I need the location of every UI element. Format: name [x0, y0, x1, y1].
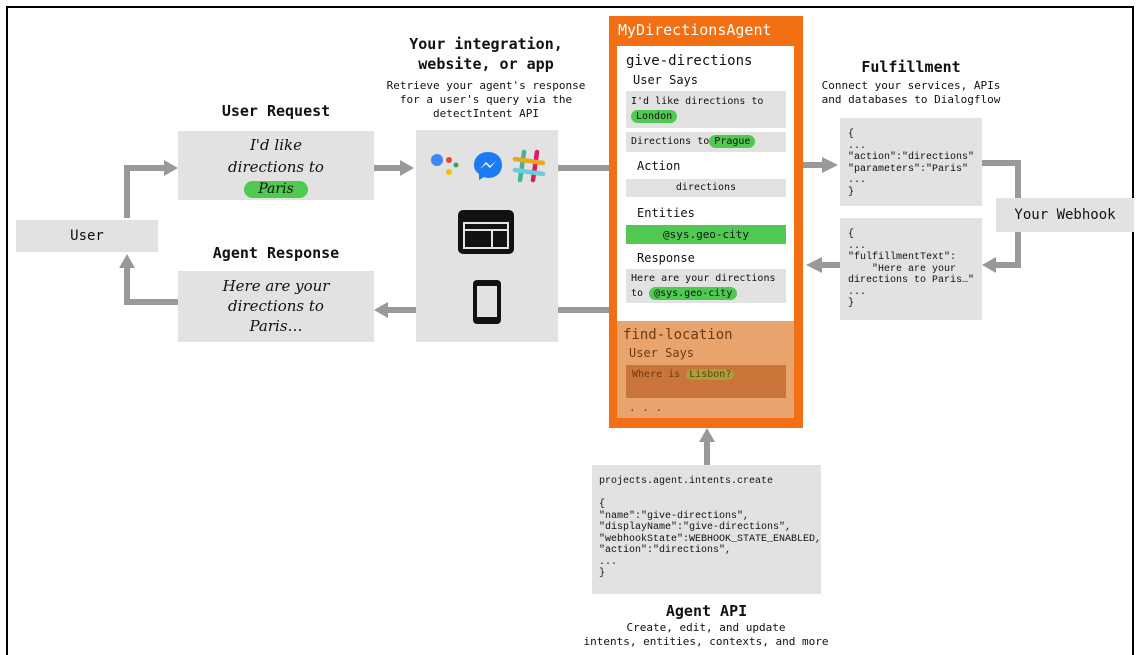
- agent-api-description: Create, edit, and update intents, entiti…: [583, 621, 829, 648]
- arrow-webhook-to-fulfillment: [996, 232, 1021, 268]
- agent-api-code: projects.agent.intents.create {"name":"g…: [592, 465, 821, 594]
- integration-description: Retrieve your agent's response for a use…: [386, 79, 586, 120]
- arrow-fulfillment-to-webhook: [982, 160, 1021, 200]
- slack-icon: [512, 149, 546, 183]
- integration-heading-line2: website, or app: [418, 55, 554, 73]
- agent-title: MyDirectionsAgent: [618, 21, 772, 39]
- webhook-box: Your Webhook: [996, 198, 1134, 232]
- code-line: }: [599, 568, 606, 579]
- code-line: ...: [848, 286, 867, 298]
- user-label: User: [70, 228, 104, 244]
- code-line: "fulfillmentText":: [848, 252, 957, 263]
- web-browser-icon: [458, 210, 514, 254]
- entity-geo-city-response: @sys.geo-city: [649, 287, 738, 300]
- code-line: ...: [848, 140, 867, 152]
- give-directions-entities-label: Entities: [637, 206, 695, 220]
- fulfillment-heading: Fulfillment: [861, 58, 961, 76]
- entity-lisbon: Lisbon?: [686, 369, 735, 380]
- google-assistant-icon: [431, 154, 459, 175]
- code-line: "action":"directions",: [599, 545, 732, 556]
- webhook-label: Your Webhook: [1014, 207, 1116, 223]
- find-location-user-says-label: User Says: [629, 346, 695, 360]
- intent-find-location-name: find-location: [623, 327, 733, 343]
- code-line: ...: [599, 556, 618, 568]
- user-request-heading: User Request: [221, 102, 331, 120]
- mobile-phone-icon: [473, 280, 501, 324]
- code-line: ...: [848, 240, 867, 252]
- code-line: ...: [848, 175, 867, 186]
- arrow-user-to-request: [124, 165, 164, 218]
- intent-find-location: find-location User Says Where is Lisbon?…: [617, 321, 794, 418]
- agent-container: MyDirectionsAgent give-directions User S…: [609, 16, 803, 428]
- agent-response-box: Here are your directions to Paris…: [178, 271, 374, 342]
- code-line: "name":"give-directions",: [599, 510, 750, 522]
- code-line: directions to Paris…": [848, 275, 975, 286]
- code-line: projects.agent.intents.create: [599, 476, 774, 487]
- give-directions-user-says-label: User Says: [633, 73, 699, 87]
- code-line: [599, 488, 821, 500]
- code-line: "action":"directions": [848, 152, 975, 163]
- give-directions-action-label: Action: [637, 159, 681, 173]
- code-line: "parameters":"Paris": [848, 163, 969, 175]
- response-text-box: Here are your directions to @sys.geo-cit…: [626, 269, 786, 303]
- agent-response-heading: Agent Response: [212, 244, 340, 262]
- user-box: User: [16, 220, 158, 252]
- code-line: {: [599, 499, 606, 510]
- intent-give-directions: give-directions User Says I'd like direc…: [617, 46, 794, 323]
- arrow-response-to-user: [124, 268, 178, 305]
- user-request-box: I'd like directions to Paris: [178, 131, 374, 200]
- integration-heading-line1: Your integration,: [409, 35, 563, 53]
- agent-response-line2: directions to: [228, 297, 324, 315]
- entity-prague: Prague: [709, 135, 756, 148]
- code-line: {: [848, 229, 855, 240]
- fulfillment-request-code: {..."action":"directions""parameters":"P…: [840, 118, 982, 206]
- entity-geo-city-box: @sys.geo-city: [626, 225, 786, 244]
- code-line: {: [848, 129, 855, 140]
- messenger-icon: [474, 152, 502, 180]
- user-request-line1: I'd like: [250, 136, 302, 154]
- give-directions-response-label: Response: [637, 251, 695, 265]
- agent-response-line3: Paris…: [249, 317, 303, 335]
- find-location-more: . . .: [629, 401, 663, 414]
- training-phrase-london: I'd like directions to London: [626, 91, 786, 128]
- user-request-city: Paris: [244, 181, 308, 198]
- user-request-line2: directions to: [228, 158, 324, 176]
- code-line: "Here are your: [848, 263, 957, 275]
- agent-api-heading: Agent API: [665, 602, 748, 620]
- entity-london: London: [631, 110, 678, 123]
- fulfillment-description: Connect your services, APIs and database…: [821, 79, 1001, 106]
- integration-heading: Your integration, website, or app: [386, 34, 586, 74]
- integration-box: [416, 130, 558, 342]
- agent-response-line1: Here are your: [222, 277, 330, 295]
- code-line: "displayName":"give-directions",: [599, 522, 792, 533]
- code-line: "webhookState":WEBHOOK_STATE_ENABLED,: [599, 533, 822, 545]
- intent-give-directions-name: give-directions: [626, 53, 753, 69]
- code-line: }: [848, 298, 855, 309]
- training-phrase-lisbon: Where is Lisbon?: [626, 365, 786, 398]
- code-line: }: [848, 186, 855, 198]
- action-value-box: directions: [626, 179, 786, 197]
